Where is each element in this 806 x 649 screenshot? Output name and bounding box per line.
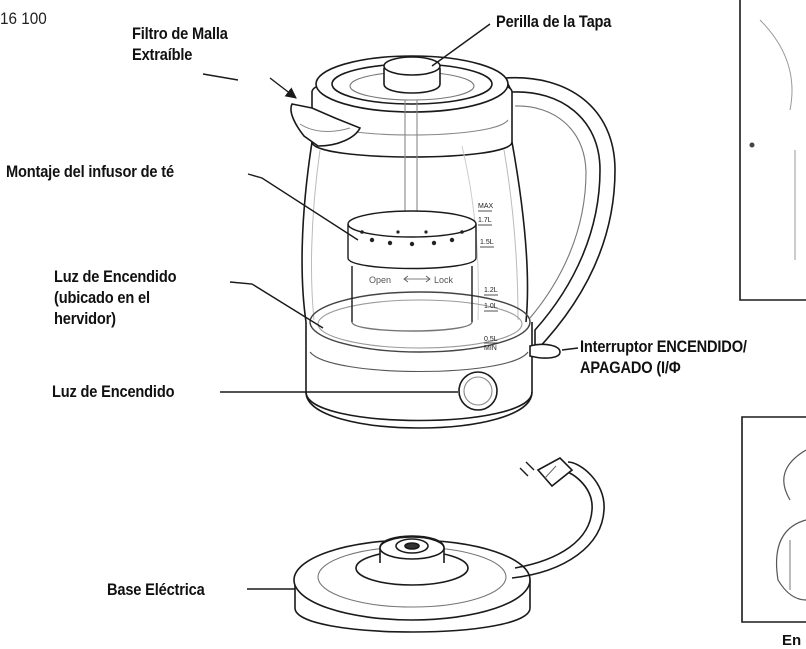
water-mark-5: 0.5L <box>484 336 498 343</box>
label-mesh-filter: Filtro de Malla Extraíble <box>132 24 228 64</box>
label-power-light: Luz de Encendido <box>52 382 175 401</box>
kettle-lid <box>315 55 509 113</box>
side-panel-top <box>739 0 806 301</box>
infuser-open-lock-text: Open Lock <box>369 275 454 285</box>
cut-off-caption: En <box>782 632 802 649</box>
water-level-marks: MAX 1.7L 1.5L 1.2L 1.0L 0.5L MIN <box>478 203 498 352</box>
infuser-lock-text: Lock <box>434 275 454 285</box>
label-power-light-kettle: Luz de Encendido (ubicado en el hervidor… <box>54 267 177 328</box>
water-mark-4: 1.0L <box>484 303 498 310</box>
water-mark-2: 1.5L <box>480 239 494 246</box>
water-mark-3: 1.2L <box>484 287 498 294</box>
model-number: 16 100 <box>0 9 47 28</box>
power-cord <box>511 457 605 579</box>
label-tea-infuser: Montaje del infusor de té <box>6 162 174 181</box>
infuser-open-text: Open <box>369 275 391 285</box>
label-lid-knob: Perilla de la Tapa <box>496 12 612 31</box>
side-panel-bottom <box>741 416 806 623</box>
power-switch-shape <box>529 343 561 359</box>
label-power-base: Base Eléctrica <box>107 580 205 599</box>
water-mark-6: MIN <box>484 345 497 352</box>
power-light-shape <box>458 371 498 411</box>
kettle-spout <box>290 103 362 147</box>
water-mark-0: MAX <box>478 203 494 210</box>
water-mark-1: 1.7L <box>478 217 492 224</box>
leader-lines <box>202 23 579 590</box>
label-power-switch: Interruptor ENCENDIDO/ APAGADO (I/Φ <box>580 337 747 377</box>
tea-infuser <box>347 100 477 332</box>
power-base <box>293 535 531 633</box>
